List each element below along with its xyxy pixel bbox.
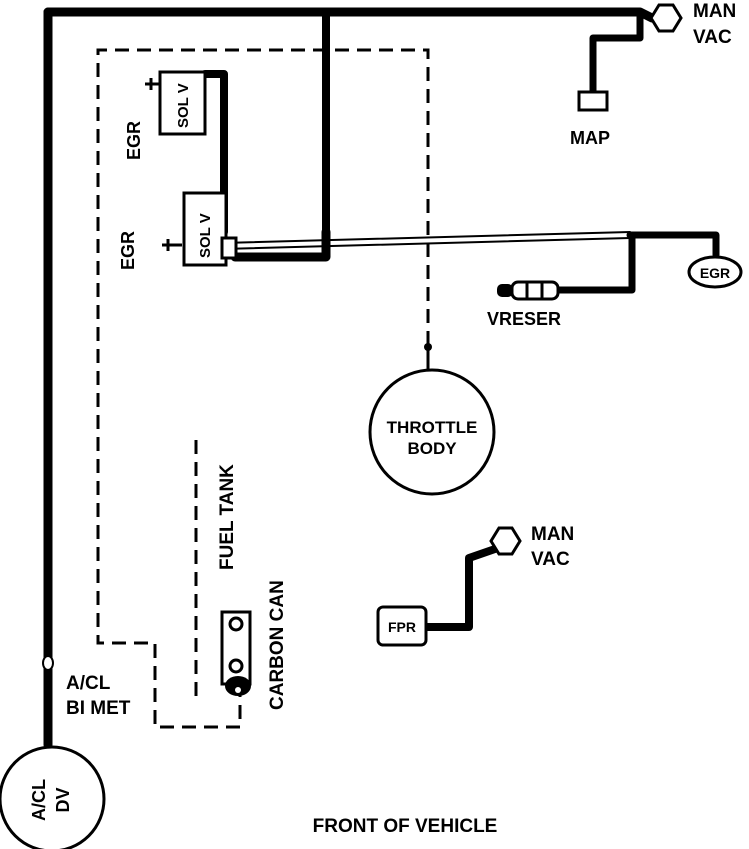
upper-solv-box — [158, 70, 207, 136]
vreser-icon — [510, 280, 560, 301]
throttle-body-label-1: THROTTLE — [387, 418, 478, 437]
man-vac-top-label-2: VAC — [693, 27, 732, 48]
carbon-can-label: CARBON CAN — [267, 580, 288, 710]
lower-solv-label: SOL V — [197, 213, 214, 258]
fpr-hose — [422, 545, 499, 631]
man-vac-top-icon — [649, 3, 683, 33]
map-hose — [589, 11, 644, 96]
acl-dv-label-2: DV — [53, 787, 73, 812]
acl-bimet-label-2: BI MET — [66, 698, 131, 719]
lower-solv-hose — [230, 227, 331, 262]
acl-dv-icon — [0, 745, 106, 849]
man-vac-bottom-label-2: VAC — [531, 549, 570, 570]
fpr-label: FPR — [388, 619, 416, 635]
egr-lower-label: EGR — [118, 231, 138, 270]
throttle-body-icon — [368, 368, 496, 496]
man-vac-top-label-1: MAN — [693, 1, 736, 22]
egr-upper-label: EGR — [124, 121, 144, 160]
fpr-icon — [376, 605, 428, 647]
fuel-tank-label: FUEL TANK — [217, 464, 238, 570]
lower-solv-box — [182, 191, 228, 267]
man-vac-bottom-label-1: MAN — [531, 524, 574, 545]
map-label: MAP — [570, 128, 610, 148]
acl-bimet-icon — [42, 655, 54, 671]
acl-dv-label-1: A/CL — [29, 779, 49, 821]
vreser-hose — [552, 234, 636, 294]
egr-valve-icon — [687, 255, 743, 289]
front-of-vehicle-label: FRONT OF VEHICLE — [313, 816, 498, 837]
vreser-label: VRESER — [487, 309, 561, 329]
acl-bimet-label-1: A/CL — [66, 673, 111, 694]
upper-solv-label: SOL V — [175, 83, 192, 128]
upper-solv-hose — [201, 70, 228, 236]
egr-valve-label: EGR — [700, 265, 730, 281]
throttle-body-label-2: BODY — [407, 439, 457, 458]
egr-hose — [626, 231, 720, 259]
man-vac-bottom-icon — [489, 526, 522, 556]
map-sensor-icon — [577, 90, 609, 112]
egr-signal-line-a — [221, 231, 631, 244]
top-hose — [43, 7, 657, 23]
egr-signal-line-b — [221, 237, 631, 250]
